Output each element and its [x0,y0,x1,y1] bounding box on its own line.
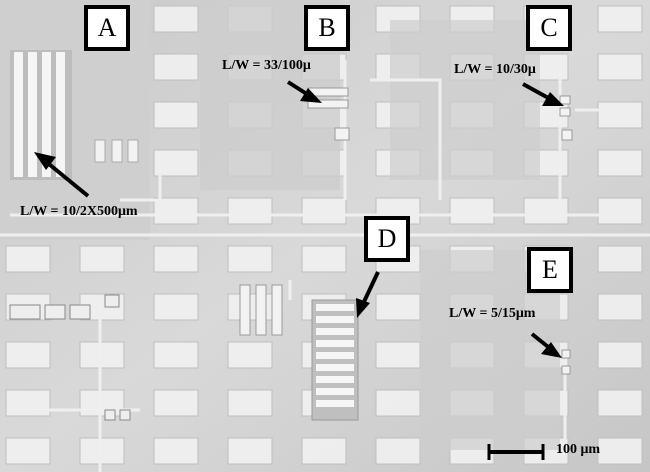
annotation-b: L/W = 33/100μ [222,58,311,73]
panel-label-d: D [364,216,410,262]
annotation-e: L/W = 5/15μm [449,306,536,321]
annotation-c: L/W = 10/30μ [454,62,536,77]
panel-label-a: A [84,5,130,51]
panel-label-b: B [304,5,350,51]
annotation-a: L/W = 10/2X500μm [20,204,138,219]
panel-label-e: E [527,247,573,293]
scale-bar-line [487,444,545,460]
scale-bar-label: 100 μm [556,442,601,457]
panel-label-c: C [526,5,572,51]
